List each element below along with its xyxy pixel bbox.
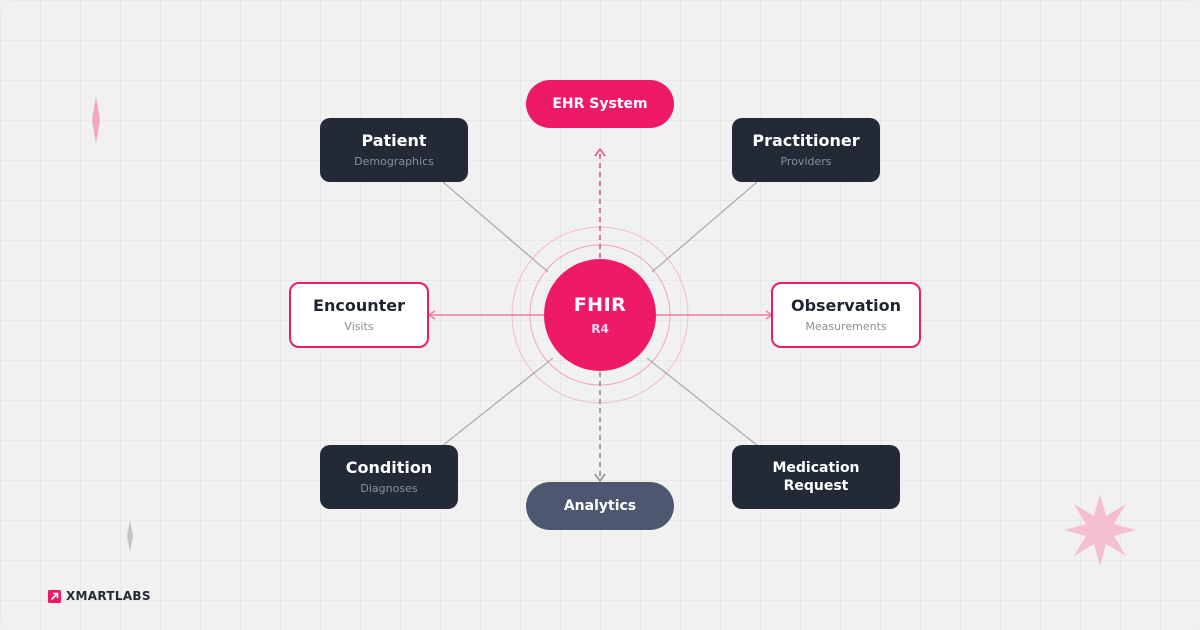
node-subtitle: Demographics: [354, 155, 434, 168]
arrowhead-encounter: [427, 310, 436, 320]
node-title: Practitioner: [752, 131, 860, 150]
node-subtitle: Visits: [344, 320, 374, 333]
node-title: Condition: [345, 458, 433, 477]
node-practitioner[interactable]: Practitioner Providers: [732, 118, 880, 182]
node-subtitle: Providers: [780, 155, 832, 168]
node-medication-request[interactable]: Medication Request: [732, 445, 900, 509]
node-title-line2: Request: [783, 478, 849, 494]
node-ehr-system[interactable]: EHR System: [526, 80, 674, 128]
brand-name: XMARTLABS: [66, 589, 151, 603]
link-condition: [441, 357, 554, 447]
node-title-line1: Medication: [772, 460, 860, 476]
node-title: Encounter: [313, 296, 405, 315]
brand-logo[interactable]: XMARTLABS: [48, 589, 151, 603]
link-medication: [646, 357, 759, 447]
hub-version: R4: [591, 322, 609, 336]
hub-title: FHIR: [573, 294, 627, 316]
node-observation[interactable]: Observation Measurements: [771, 282, 921, 348]
node-title: Patient: [361, 131, 427, 150]
node-patient[interactable]: Patient Demographics: [320, 118, 468, 182]
link-practitioner: [651, 181, 758, 273]
arrowhead-ehr: [594, 147, 606, 157]
node-title: EHR System: [552, 96, 648, 112]
node-encounter[interactable]: Encounter Visits: [289, 282, 429, 348]
arrowhead-analytics: [594, 473, 606, 483]
node-title: Analytics: [563, 498, 637, 514]
node-analytics[interactable]: Analytics: [526, 482, 674, 530]
starburst-icon: [1064, 494, 1136, 566]
node-subtitle: Diagnoses: [360, 482, 418, 495]
arrow-up-right-icon: [48, 589, 61, 603]
node-condition[interactable]: Condition Diagnoses: [320, 445, 458, 509]
fhir-hub[interactable]: FHIR R4: [544, 259, 656, 371]
node-title: Observation: [790, 296, 902, 315]
sparkle-pink-icon: [92, 96, 100, 144]
node-subtitle: Measurements: [805, 320, 887, 333]
link-patient: [442, 181, 549, 273]
sparkle-gray-icon: [127, 520, 133, 552]
